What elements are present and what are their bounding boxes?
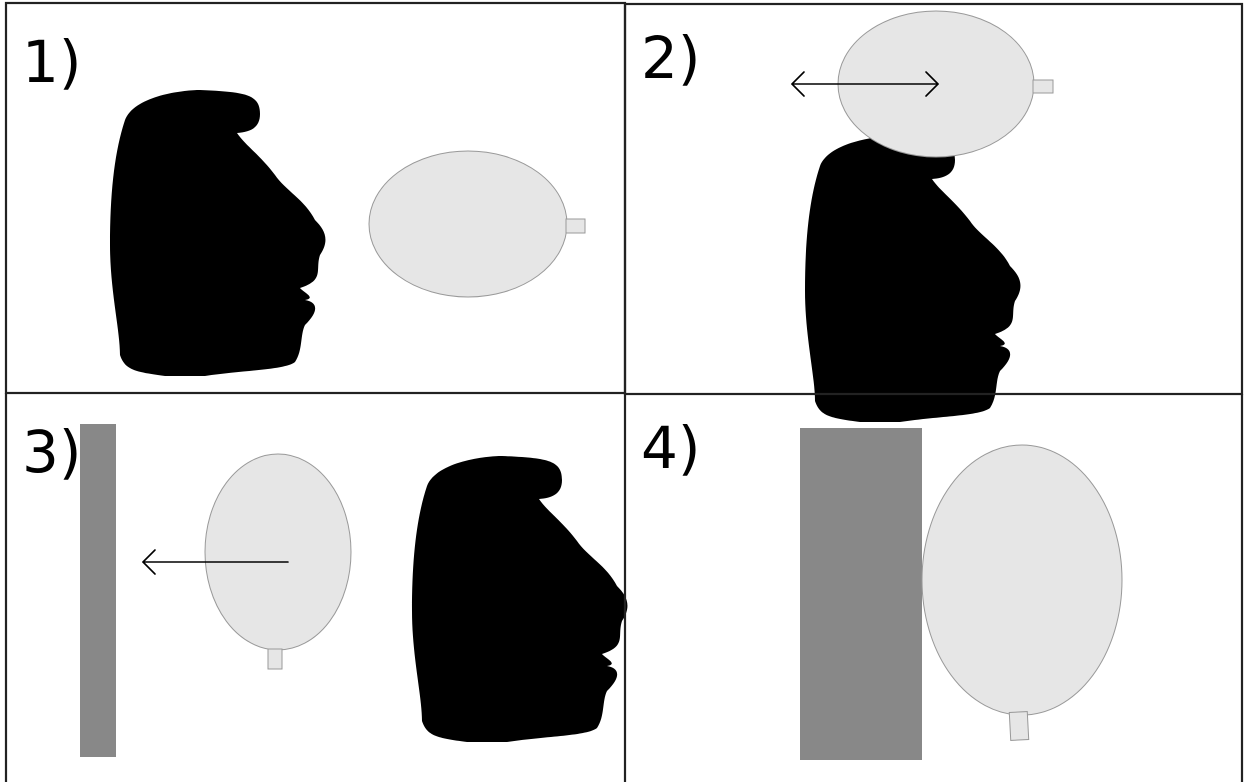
panel-3: 3) (22, 418, 628, 757)
panel-4: 4) (641, 414, 1123, 760)
double-arrow-icon (791, 71, 939, 97)
balloon-icon (921, 444, 1123, 741)
panel-2: 2) (641, 10, 1054, 422)
balloon-icon (368, 150, 586, 298)
panel-3-label: 3) (22, 418, 82, 486)
panel-1-label: 1) (22, 28, 82, 96)
head-icon (412, 456, 628, 742)
panel-2-label: 2) (641, 24, 701, 92)
panel-borders (4, 1, 1244, 782)
panel-4-label: 4) (641, 414, 701, 482)
wall-icon (800, 428, 922, 760)
wall-icon (80, 424, 116, 757)
panel-1: 1) (22, 28, 586, 376)
left-arrow-icon (142, 549, 289, 575)
head-icon (110, 90, 326, 376)
balloon-icon (204, 453, 352, 670)
head-icon (805, 136, 1021, 422)
